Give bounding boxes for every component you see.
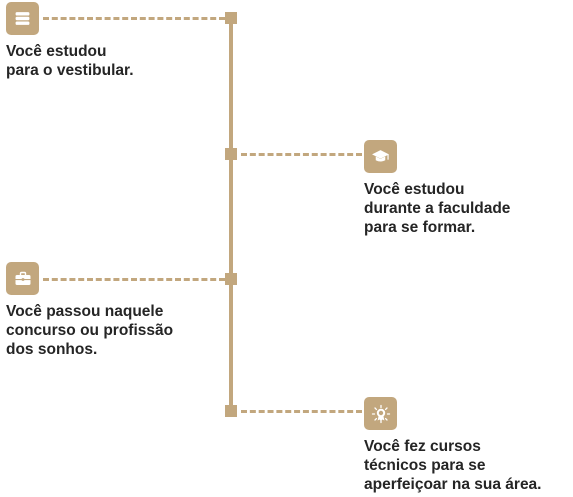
event-1-badge: [6, 2, 39, 35]
event-4-connector: [241, 410, 362, 413]
event-3-line-3: dos sonhos.: [6, 341, 98, 358]
event-1-node: [225, 12, 237, 24]
event-2-connector: [241, 153, 362, 156]
event-4-text: Você fez cursos técnicos para se aperfei…: [364, 437, 542, 494]
event-4-line-1: Você fez cursos: [364, 438, 481, 455]
event-4-line-2: técnicos para se: [364, 457, 486, 474]
event-3-badge: [6, 262, 39, 295]
event-2-line-1: Você estudou: [364, 181, 465, 198]
event-4-node: [225, 405, 237, 417]
event-4-badge: [364, 397, 397, 430]
event-1-connector: [43, 17, 225, 20]
event-3-text: Você passou naquele concurso ou profissã…: [6, 302, 173, 359]
event-2-line-3: para se formar.: [364, 219, 476, 236]
event-1-line-1: Você estudou: [6, 43, 107, 60]
event-1-line-2: para o vestibular.: [6, 62, 134, 79]
award-ribbon-icon: [371, 404, 390, 423]
stacked-books-icon: [15, 12, 30, 25]
event-2-line-2: durante a faculdade: [364, 200, 511, 217]
event-3-node: [225, 273, 237, 285]
event-2-node: [225, 148, 237, 160]
timeline-spine: [229, 17, 233, 413]
event-3-line-2: concurso ou profissão: [6, 322, 174, 339]
graduation-cap-icon: [372, 150, 389, 162]
event-3-line-1: Você passou naquele: [6, 303, 164, 320]
event-2-badge: [364, 140, 397, 173]
event-3-connector: [43, 278, 225, 281]
event-2-text: Você estudou durante a faculdade para se…: [364, 180, 510, 237]
event-4-line-3: aperfeiçoar na sua área.: [364, 476, 542, 493]
event-1-text: Você estudou para o vestibular.: [6, 42, 134, 80]
briefcase-icon: [15, 271, 30, 285]
